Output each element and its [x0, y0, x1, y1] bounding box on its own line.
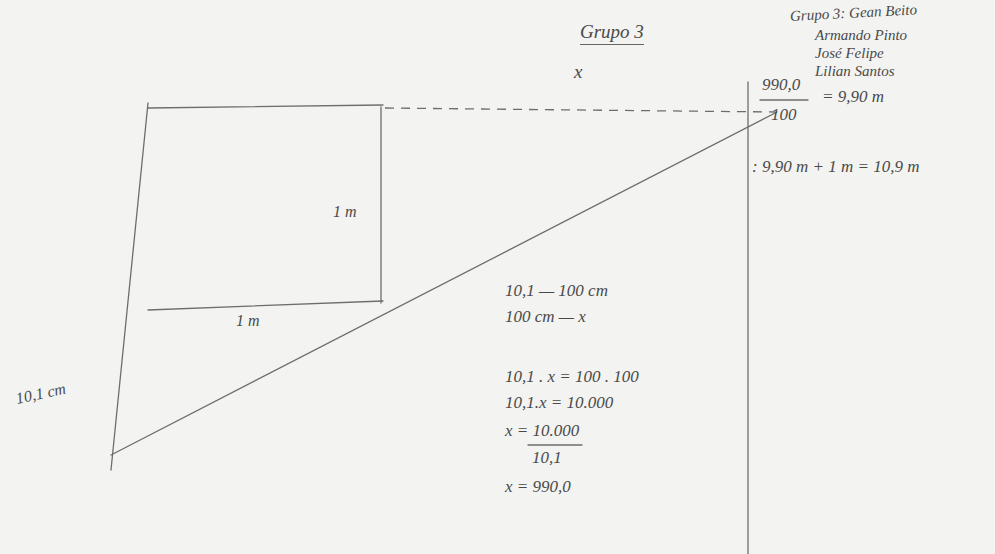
separator-line [747, 82, 748, 554]
dimension: x [574, 62, 582, 83]
square-right [380, 107, 381, 303]
left-side [111, 103, 148, 470]
title: Grupo 3 [580, 22, 644, 45]
diagonal-line [111, 112, 777, 455]
group-member: Grupo 3: Gean Beito [790, 1, 918, 24]
calculation: x = 990,0 [505, 478, 571, 497]
calculation: 10,1.x = 10.000 [505, 394, 613, 413]
square-top [148, 105, 383, 108]
dimension: 1 m [333, 203, 357, 221]
dashed-line [385, 108, 775, 112]
calculation: = 9,90 m [822, 88, 884, 107]
dimension: 10,1 cm [14, 380, 67, 408]
group-member: José Felipe [815, 45, 884, 62]
fraction-bar [528, 444, 582, 445]
calculation: 10,1 . x = 100 . 100 [505, 368, 639, 387]
calculation: 10,1 — 100 cm [505, 282, 608, 301]
group-member: Lilian Santos [815, 63, 895, 80]
group-member: Armando Pinto [815, 27, 907, 44]
square-bottom [148, 301, 383, 310]
calculation: x = 10.000 [505, 422, 579, 441]
calculation: 10,1 [532, 449, 562, 468]
calculation: : 9,90 m + 1 m = 10,9 m [752, 158, 919, 177]
fraction-bar [760, 99, 808, 100]
dimension: 1 m [236, 312, 260, 330]
calculation: 990,0 [762, 76, 800, 95]
calculation: 100 cm — x [505, 308, 586, 327]
calculation: 100 [771, 106, 797, 125]
